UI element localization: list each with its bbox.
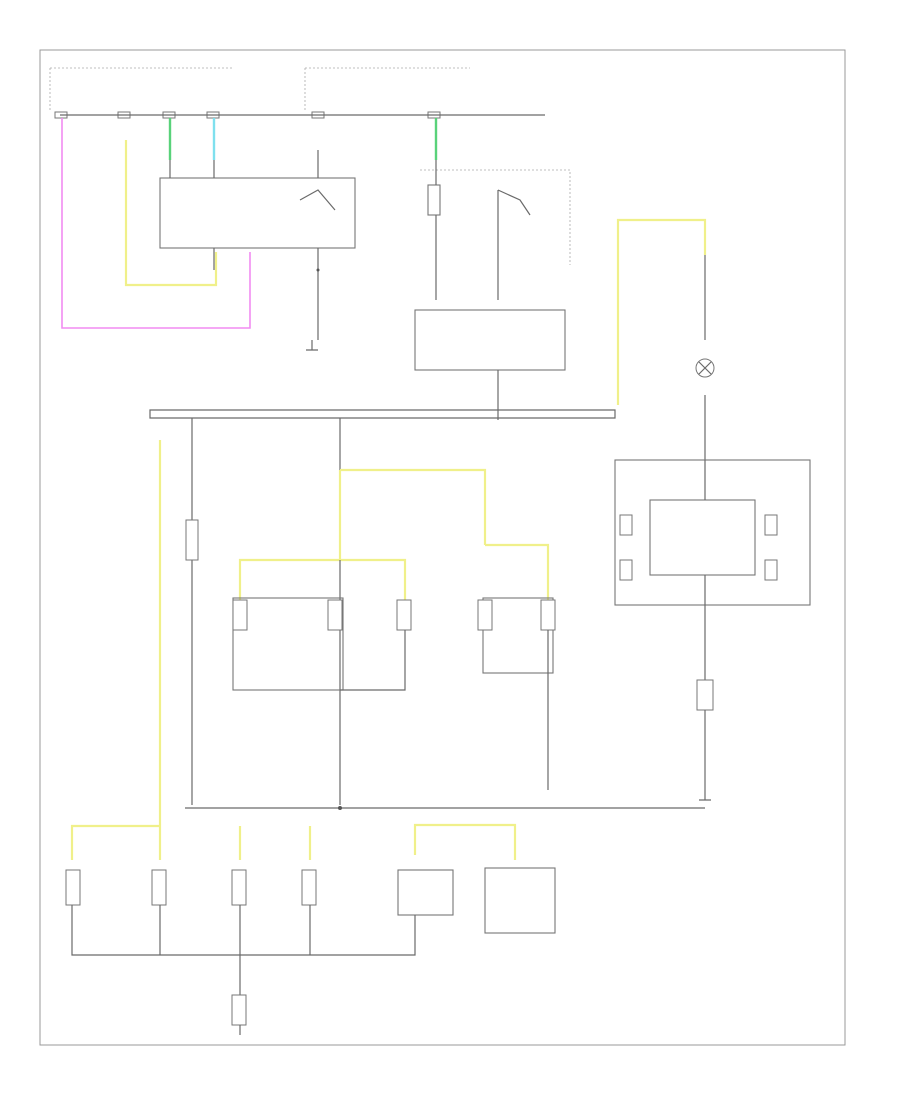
yellow-wire-center bbox=[238, 468, 550, 600]
upper-left-module bbox=[159, 177, 356, 249]
pink-wire bbox=[61, 118, 251, 329]
upper-mid-module bbox=[414, 309, 566, 371]
yellow-wire-left-loop bbox=[124, 140, 218, 287]
center-switch-row bbox=[232, 597, 556, 691]
diagram-frame bbox=[39, 49, 846, 1046]
main-bus bbox=[149, 409, 616, 419]
yellow-wire-right bbox=[616, 218, 707, 405]
yellow-wire-bottom bbox=[70, 823, 517, 860]
top-left-enclosure bbox=[49, 67, 232, 110]
bottom-switch-row bbox=[65, 867, 556, 934]
right-module bbox=[614, 459, 811, 606]
top-mid-enclosure bbox=[304, 67, 470, 110]
ground-symbol-left bbox=[306, 340, 318, 351]
ground-symbol-right bbox=[699, 790, 711, 801]
upper-mid-module-dash bbox=[420, 169, 571, 265]
ground-component bbox=[231, 994, 247, 1026]
